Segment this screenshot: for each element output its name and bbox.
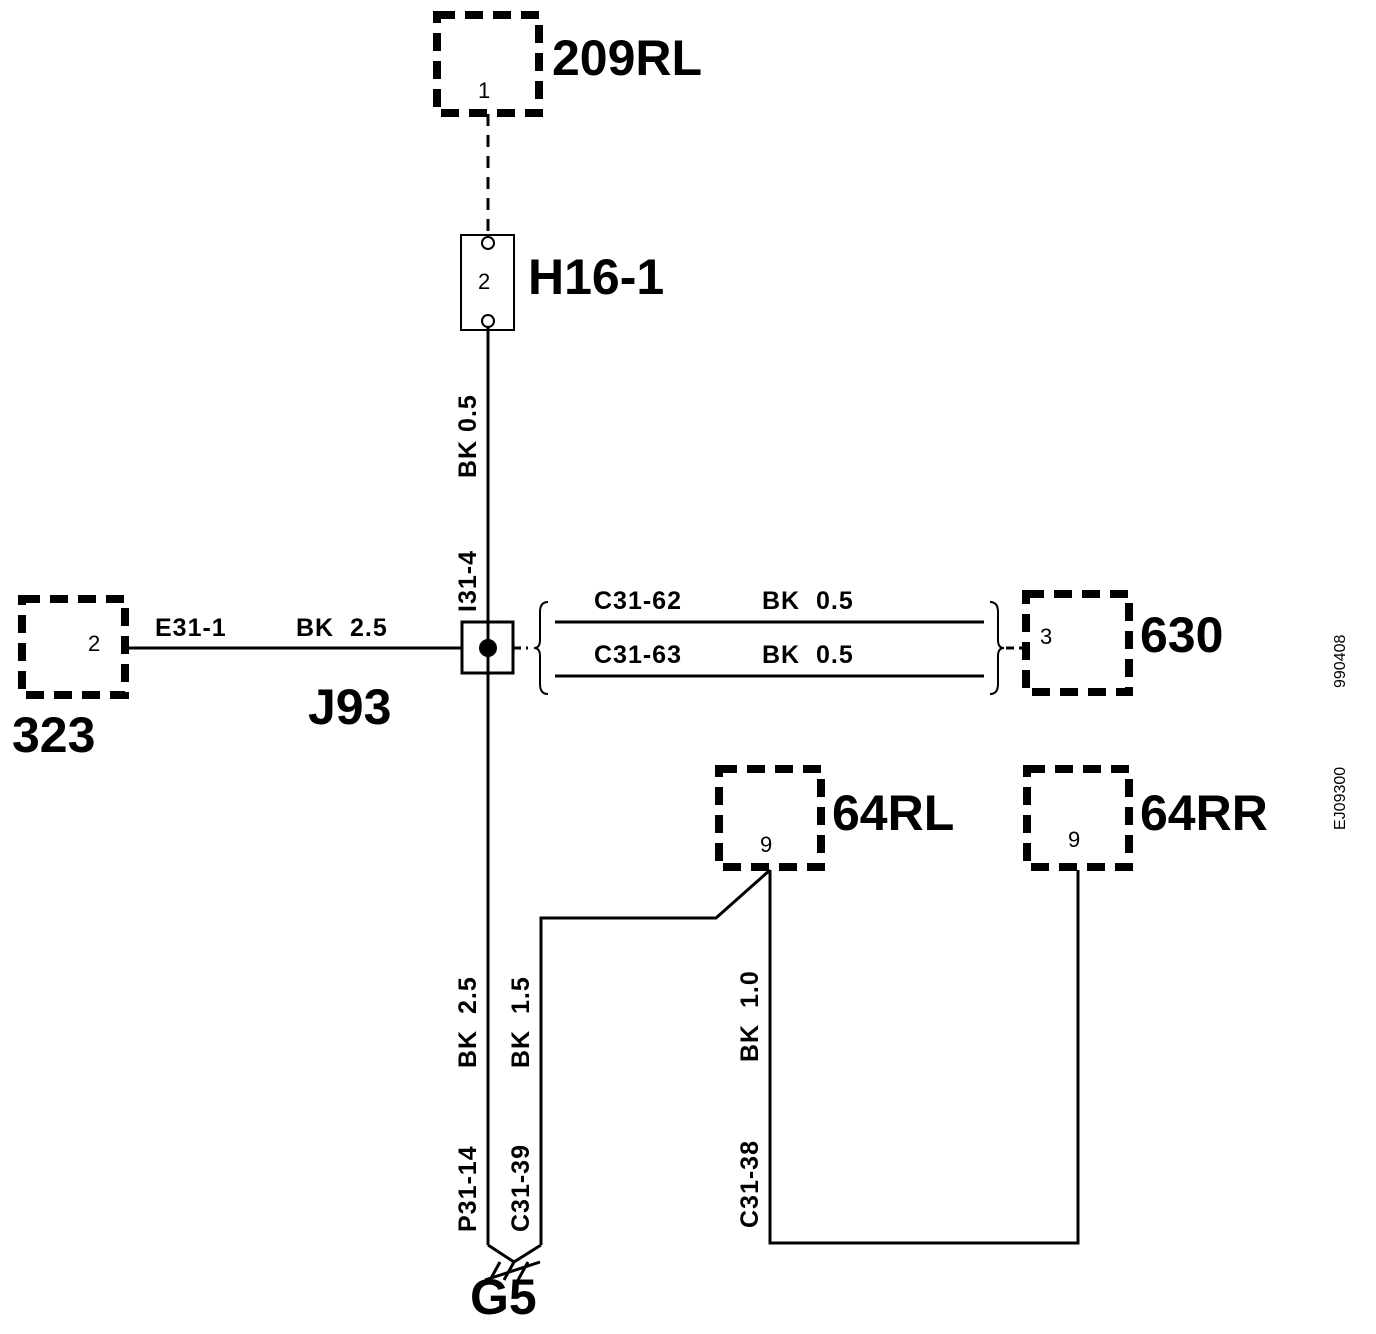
wire-c31-63-id: C31-63 (594, 641, 682, 669)
wire-c31-62-spec: BK 0.5 (762, 587, 854, 615)
wire-p31-14-spec: BK 2.5 (454, 976, 482, 1068)
fuse-h16-1-label: H16-1 (528, 249, 664, 305)
wire-bk05-vertical-spec: BK 0.5 (454, 394, 482, 478)
wire-c31-39-id: C31-39 (507, 1144, 535, 1232)
component-209rl-pin: 1 (478, 78, 490, 103)
component-630: 3 630 (1022, 590, 1223, 696)
component-64rr-label: 64RR (1140, 785, 1268, 841)
ground-lead-right (513, 1243, 542, 1264)
bundle-left-brace (533, 601, 549, 695)
wire-c31-38 (768, 870, 1080, 1245)
component-64rr-pin: 9 (1068, 827, 1080, 852)
component-209rl-label: 209RL (552, 30, 702, 86)
junction-j93-label: J93 (308, 679, 391, 735)
component-323: 2 323 (12, 595, 129, 763)
ground-symbol-tick-1 (488, 1261, 502, 1281)
wire-c31-39 (539, 868, 771, 1245)
side-code-doc: EJ09300 (1332, 767, 1349, 830)
ground-symbol-tick-3 (516, 1261, 530, 1281)
wire-e31-1-spec: BK 2.5 (296, 614, 388, 642)
component-64rr: 9 64RR (1023, 765, 1268, 871)
component-209rl: 1 209RL (433, 11, 702, 117)
junction-dot (479, 639, 497, 657)
ground-g5-label: G5 (470, 1269, 537, 1325)
wire-c31-38-spec: BK 1.0 (736, 970, 764, 1062)
fuse-terminal-top (481, 236, 495, 250)
ground-symbol-tick-2 (502, 1261, 516, 1281)
wire-c31-39-spec: BK 1.5 (507, 976, 535, 1068)
component-323-pin: 2 (88, 631, 100, 656)
fuse-terminal-bottom (481, 314, 495, 328)
wire-e31-1-id: E31-1 (155, 614, 227, 642)
wire-c31-62-id: C31-62 (594, 587, 682, 615)
junction-j93: J93 (308, 620, 515, 735)
wire-c31-38-id: C31-38 (736, 1140, 764, 1228)
component-64rl-pin: 9 (760, 832, 772, 857)
wire-p31-14-id: P31-14 (454, 1145, 482, 1232)
fuse-h16-1-pin: 2 (478, 269, 490, 294)
ground-g5: G5 (470, 1243, 542, 1325)
component-630-label: 630 (1140, 607, 1223, 663)
component-64rl: 9 64RL (715, 765, 954, 871)
component-323-label: 323 (12, 707, 95, 763)
side-code-date: 990408 (1332, 635, 1349, 688)
bundle-right-brace (989, 601, 1005, 695)
wire-c31-63-spec: BK 0.5 (762, 641, 854, 669)
fuse-h16-1: 2 H16-1 (460, 234, 664, 331)
ground-lead-left (487, 1243, 515, 1264)
component-64rl-label: 64RL (832, 785, 954, 841)
wire-i31-4-label: I31-4 (454, 550, 482, 612)
component-630-pin: 3 (1040, 624, 1052, 649)
ground-symbol-bar (484, 1260, 541, 1282)
